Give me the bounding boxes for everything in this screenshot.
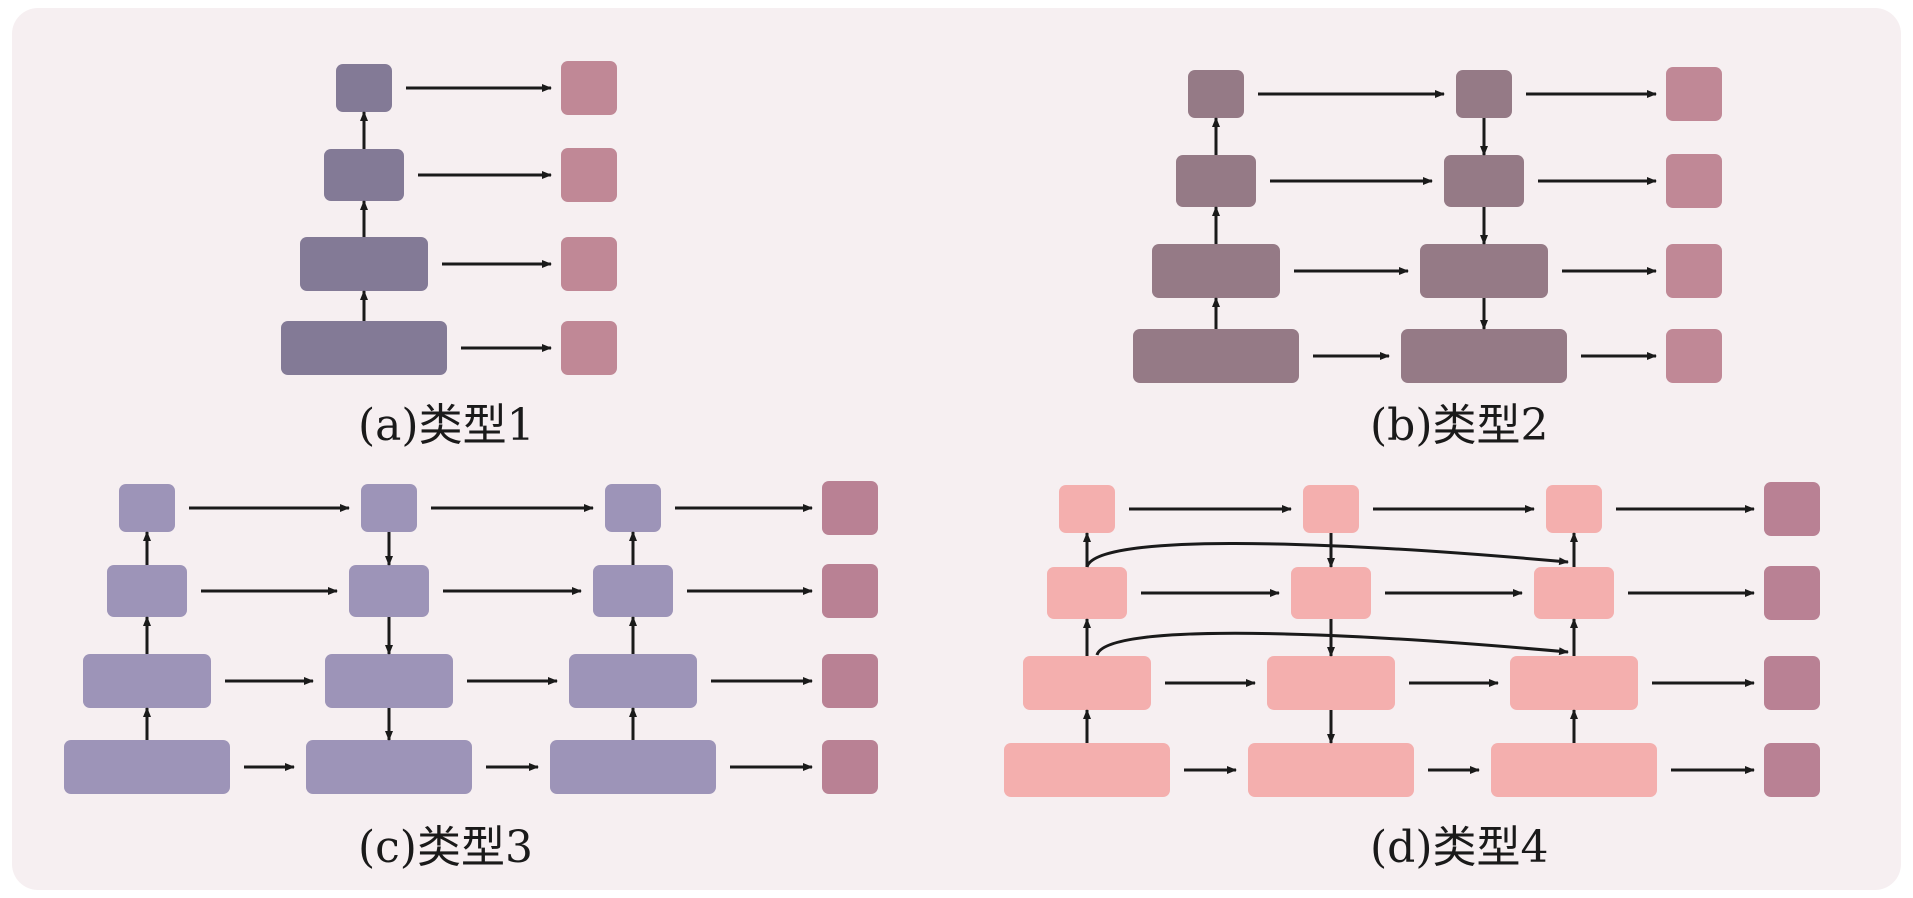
- c-bottomup-level-4: [550, 740, 716, 794]
- b-backbone-level-3: [1152, 244, 1280, 298]
- a-backbone-level-3: [300, 237, 428, 291]
- d-backbone-level-2: [1047, 567, 1127, 619]
- d-topdown-level-4: [1248, 743, 1414, 797]
- d-skip-connection-1: [1085, 542, 1569, 568]
- b-backbone-level-2: [1176, 155, 1256, 207]
- panel-a-type1: [281, 61, 617, 375]
- d-backbone-level-3: [1023, 656, 1151, 710]
- d-topdown-level-1: [1303, 485, 1359, 533]
- d-backbone-level-1: [1059, 485, 1115, 533]
- d-topdown-level-2: [1291, 567, 1371, 619]
- c-backbone-level-2: [107, 565, 187, 617]
- c-output-3: [822, 654, 878, 708]
- a-backbone-level-2: [324, 149, 404, 201]
- c-topdown-level-3: [325, 654, 453, 708]
- d-topdown-level-3: [1267, 656, 1395, 710]
- panel-d-type4: [1004, 482, 1820, 797]
- caption-d: (d)类型4: [1370, 822, 1549, 873]
- caption-c: (c)类型3: [358, 822, 533, 873]
- a-output-4: [561, 321, 617, 375]
- d-output-3: [1764, 656, 1820, 710]
- d-output-2: [1764, 566, 1820, 620]
- panel-b-type2: [1133, 67, 1722, 383]
- b-topdown-level-4: [1401, 329, 1567, 383]
- b-topdown-level-3: [1420, 244, 1548, 298]
- a-output-3: [561, 237, 617, 291]
- d-output-4: [1764, 743, 1820, 797]
- c-bottomup-level-2: [593, 565, 673, 617]
- a-output-1: [561, 61, 617, 115]
- d-bottomup-level-1: [1546, 485, 1602, 533]
- c-bottomup-level-1: [605, 484, 661, 532]
- caption-a: (a)类型1: [358, 400, 535, 451]
- c-topdown-level-4: [306, 740, 472, 794]
- c-backbone-level-1: [119, 484, 175, 532]
- c-backbone-level-4: [64, 740, 230, 794]
- b-topdown-level-1: [1456, 70, 1512, 118]
- d-bottomup-level-2: [1534, 567, 1614, 619]
- c-output-2: [822, 564, 878, 618]
- b-backbone-level-4: [1133, 329, 1299, 383]
- d-skip-connection-2: [1095, 631, 1569, 656]
- b-output-2: [1666, 154, 1722, 208]
- caption-b: (b)类型2: [1370, 400, 1549, 451]
- a-backbone-level-1: [336, 64, 392, 112]
- panel-c-type3: [64, 481, 878, 794]
- c-output-1: [822, 481, 878, 535]
- b-output-1: [1666, 67, 1722, 121]
- c-output-4: [822, 740, 878, 794]
- d-bottomup-level-3: [1510, 656, 1638, 710]
- a-backbone-level-4: [281, 321, 447, 375]
- b-output-4: [1666, 329, 1722, 383]
- d-output-1: [1764, 482, 1820, 536]
- b-topdown-level-2: [1444, 155, 1524, 207]
- a-output-2: [561, 148, 617, 202]
- b-backbone-level-1: [1188, 70, 1244, 118]
- b-output-3: [1666, 244, 1722, 298]
- c-bottomup-level-3: [569, 654, 697, 708]
- d-backbone-level-4: [1004, 743, 1170, 797]
- d-bottomup-level-4: [1491, 743, 1657, 797]
- c-topdown-level-1: [361, 484, 417, 532]
- c-topdown-level-2: [349, 565, 429, 617]
- c-backbone-level-3: [83, 654, 211, 708]
